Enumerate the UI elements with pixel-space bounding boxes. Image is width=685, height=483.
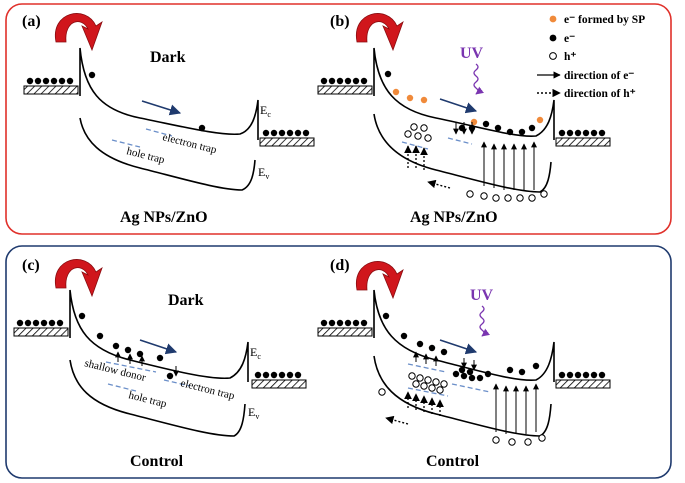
- hole-trap-level: [407, 387, 449, 397]
- uv-wave-icon: [479, 305, 490, 337]
- shallow-donor-level: [407, 363, 447, 373]
- metal-contact-icon: [555, 379, 611, 389]
- panel-c-caption: Control: [130, 453, 184, 470]
- electrons: [384, 70, 536, 136]
- panel-b-uv: UV: [460, 45, 484, 62]
- curved-arrow-light-icon: [355, 13, 404, 52]
- shallow-donor-level: [105, 361, 157, 373]
- legend-electron-direction: direction of e⁻: [564, 70, 634, 82]
- electron-flow-arrow: [139, 339, 178, 355]
- valence-band: [79, 117, 256, 191]
- electrons: [88, 71, 206, 132]
- panel-b-caption: Ag NPs/ZnO: [410, 209, 498, 226]
- contact-electrons-right: [558, 371, 606, 379]
- electron-trap-level: [163, 379, 191, 387]
- panel-c-condition: Dark: [168, 292, 204, 309]
- curved-arrow-light-icon: [54, 259, 103, 298]
- legend-electron: e⁻: [564, 33, 575, 45]
- hole-drift-arrow: [427, 179, 451, 189]
- ev-label: Ev: [258, 165, 269, 181]
- curved-arrow-light-icon: [54, 13, 103, 52]
- panel-a-condition: Dark: [150, 49, 186, 66]
- ec-label: Ec: [260, 103, 271, 119]
- hole-trap-label: hole trap: [127, 389, 168, 410]
- electron-trap-level: [447, 137, 473, 145]
- trapping-arrows: [413, 351, 477, 371]
- panel-b-label: (b): [330, 13, 350, 30]
- holes-trapped: [408, 372, 448, 394]
- holes-trapped: [404, 123, 432, 142]
- legend: e⁻ formed by SP e⁻ h⁺ direction of e⁻ di…: [537, 14, 645, 100]
- contact-electrons-left: [320, 319, 368, 327]
- metal-contact-icon: [13, 327, 69, 337]
- panel-a: (a) Dark electron trap hole trap Ec Ev: [22, 13, 315, 226]
- electron-trap-level: [451, 383, 491, 393]
- panel-a-caption: Ag NPs/ZnO: [120, 209, 208, 226]
- ec-label: Ec: [250, 345, 261, 361]
- legend-hole-direction: direction of h⁺: [564, 88, 636, 100]
- legend-sp-electron: e⁻ formed by SP: [564, 14, 645, 26]
- contact-electrons-right: [558, 129, 606, 137]
- hole-drift-arrow: [385, 415, 409, 425]
- electron-trap-level: [145, 128, 173, 137]
- contact-electrons-left: [26, 77, 74, 85]
- hole-trap-level: [111, 139, 141, 148]
- sp-electrons: [392, 88, 544, 126]
- trapping-arrows: [453, 122, 475, 135]
- legend-sp-electron-marker: [549, 15, 557, 23]
- metal-contact-icon: [251, 379, 307, 389]
- electron-trap-label: electron trap: [161, 131, 218, 156]
- valence-band: [373, 355, 552, 437]
- shallow-donor-arrows: [115, 351, 179, 377]
- bottom-frame: [5, 245, 672, 479]
- panel-d-uv: UV: [470, 287, 494, 304]
- metal-contact-icon: [317, 327, 373, 337]
- panel-a-label: (a): [22, 13, 41, 30]
- hole-upward-arrows: [404, 391, 444, 416]
- metal-contact-icon: [259, 137, 315, 147]
- legend-hole: h⁺: [564, 51, 576, 63]
- ev-label: Ev: [248, 405, 259, 421]
- panel-b: (b) UV e⁻ formed by SP e⁻ h⁺ direction o…: [317, 13, 645, 226]
- electron-flow-arrow: [141, 100, 182, 116]
- contact-electrons-right: [254, 371, 302, 379]
- hole-trap-level: [401, 141, 429, 150]
- excitation-arrows: [493, 383, 539, 434]
- conduction-band: [373, 47, 555, 140]
- panel-c: (c) Dark shallow donor electron trap h: [13, 257, 307, 470]
- panel-d-caption: Control: [426, 453, 480, 470]
- contact-electrons-left: [16, 319, 64, 327]
- uv-wave-icon: [473, 63, 484, 95]
- metal-contact-icon: [23, 85, 79, 95]
- panel-c-label: (c): [22, 257, 40, 274]
- legend-electron-marker: [549, 34, 557, 42]
- legend-hole-marker: [549, 52, 557, 60]
- valence-band: [69, 359, 246, 437]
- valence-holes: [466, 190, 548, 202]
- hole-trap-level: [107, 383, 137, 392]
- contact-electrons-right: [262, 129, 310, 137]
- panel-d-label: (d): [330, 257, 350, 274]
- electron-trap-label: electron trap: [179, 377, 236, 402]
- conduction-band: [373, 289, 555, 382]
- curved-arrow-light-icon: [355, 261, 404, 300]
- metal-contact-icon: [555, 137, 611, 147]
- conduction-band: [69, 289, 249, 382]
- valence-holes: [378, 388, 546, 446]
- panel-d: (d) UV: [317, 257, 611, 470]
- top-frame: [5, 3, 672, 235]
- metal-contact-icon: [317, 85, 373, 95]
- electron-flow-arrow: [439, 98, 478, 114]
- conduction-band: [79, 47, 259, 140]
- electron-flow-arrow: [439, 339, 478, 355]
- hole-trap-label: hole trap: [125, 145, 166, 166]
- excitation-arrows: [481, 141, 537, 190]
- contact-electrons-left: [320, 77, 368, 85]
